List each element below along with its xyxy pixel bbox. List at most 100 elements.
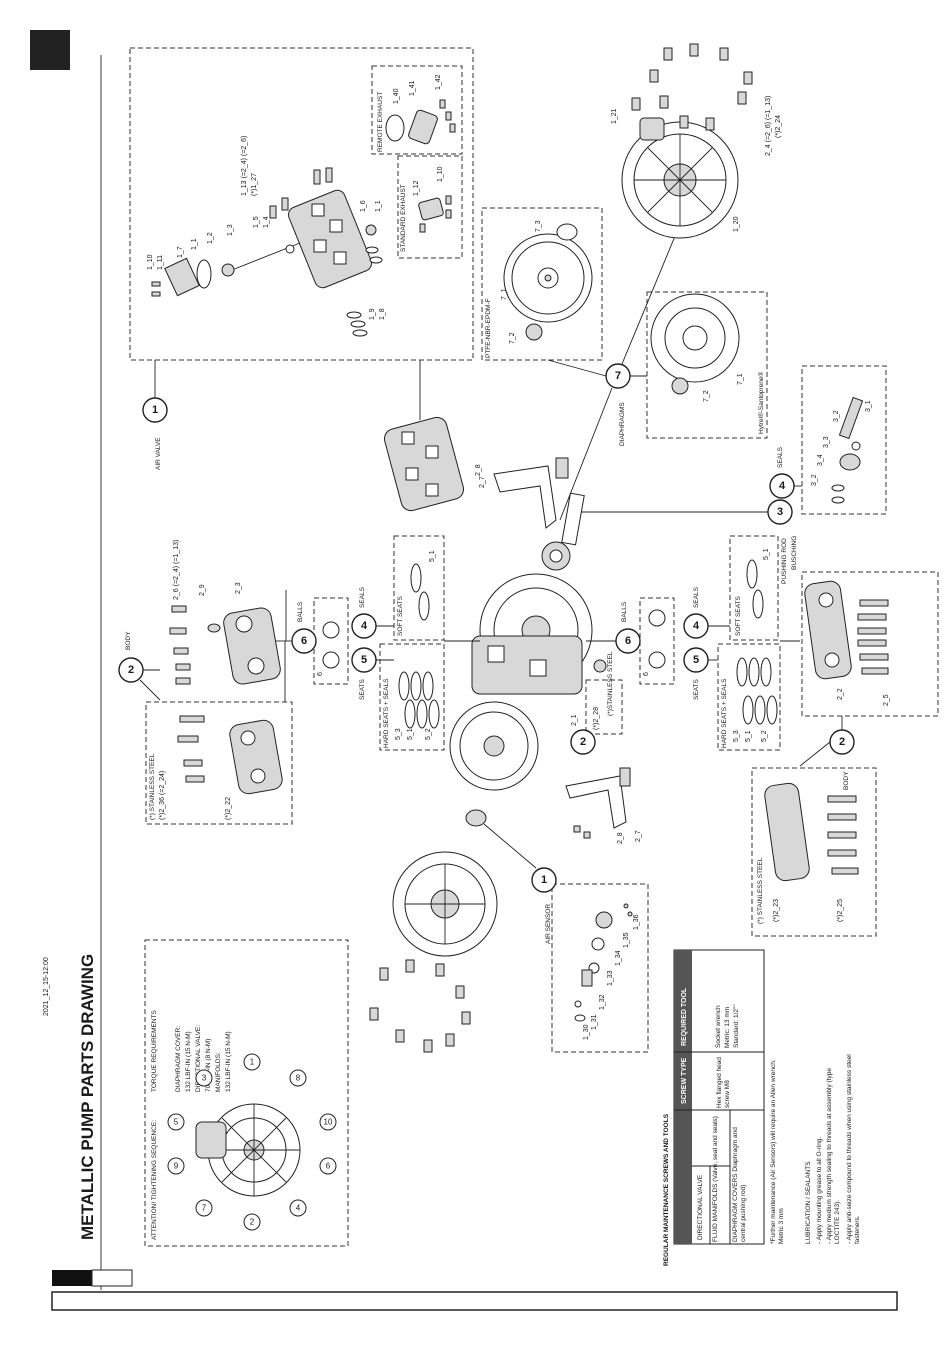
balls-left-box <box>313 597 349 685</box>
center-housing <box>471 573 607 695</box>
label-5-1c: 5_1 <box>407 728 414 740</box>
label-12-23: (*)2_23 <box>773 899 780 922</box>
svg-text:1: 1 <box>250 1058 255 1067</box>
air-valve-orings <box>346 224 383 337</box>
manifold-right-screws <box>857 599 889 675</box>
diaphragms-label: DIAPHRAGMS <box>619 402 626 446</box>
manifold-left-lower <box>177 715 283 795</box>
callout-air-valve-number: 1 <box>152 404 158 416</box>
air-valve-box <box>129 47 474 361</box>
label-1-7: 1_7 <box>177 246 184 258</box>
label-12-24: (*)2_24 <box>775 115 782 138</box>
lubrication-title: LUBRICATION / SEALANTS <box>805 1161 812 1244</box>
busching-label: BUSCHING <box>791 536 798 570</box>
lubrication-line-2: - Apply medium strength sealing to threa… <box>826 1068 841 1244</box>
label-2-5: 2_5 <box>883 694 890 706</box>
standard-exhaust-parts <box>418 195 452 233</box>
hard-seats-left-box <box>379 643 445 751</box>
label-2-7: 2_7 <box>479 476 486 488</box>
callout-body-center <box>570 729 596 755</box>
air-sensor-leader <box>483 823 537 869</box>
ball-right-b <box>648 651 666 669</box>
header-screw-type: SCREW TYPE <box>681 1057 688 1104</box>
label-3-3: 3_3 <box>823 436 830 448</box>
manifold-right-stainless <box>764 782 859 882</box>
remote-exhaust-label: REMOTE EXHAUST <box>377 92 384 152</box>
label-7-3: 7_3 <box>535 220 542 232</box>
tightening-sequence: 1 2 3 4 5 6 7 8 9 10 <box>167 1053 337 1231</box>
stainless-left-box <box>145 701 293 825</box>
soft-seats-right-label: SOFT SEATS <box>735 595 742 636</box>
row-fluid-manifolds: FLUID MANIFOLDS (Valve, seat and seals) <box>712 1116 719 1242</box>
lubrication-line-3: - Apply anti-seize compound to threads w… <box>846 1054 861 1244</box>
ptfe-diaphragm <box>503 223 593 341</box>
pushing-rod-label: PUSHING ROD <box>781 538 788 584</box>
callout-pushing-rod-number: 3 <box>777 506 783 518</box>
header-required-tool: REQUIRED TOOL <box>681 987 688 1046</box>
hard-seats-right-box <box>717 643 781 751</box>
ball-left-a <box>322 621 340 639</box>
footer-black-tab <box>52 1270 92 1286</box>
tool-line-1: Socket wrench <box>715 1005 722 1048</box>
label-1-2: 1_2 <box>207 232 214 244</box>
label-6b: 6 <box>643 672 650 676</box>
ptfe-label: PTFE-NBR-EPDM-F <box>485 298 492 358</box>
air-valve-body <box>287 189 373 289</box>
manifold-left-upper-screws <box>169 605 221 685</box>
page-title: METALLIC PUMP PARTS DRAWING <box>78 954 97 1240</box>
torque-line-2: 132 LBF-IN (15 N-M) <box>185 1031 192 1092</box>
air-sensor-parts <box>574 903 633 1022</box>
svg-text:3: 3 <box>202 1074 207 1083</box>
label-1-10: 1_10 <box>147 254 154 270</box>
hard-seats-left-label: HARD SEATS + SEALS <box>383 678 390 748</box>
torque-line-4: 70 LBF-IN (8 N-M) <box>205 1039 212 1092</box>
lubrication-line-1: - Apply mounting grease to all O-ring. <box>816 1136 823 1244</box>
label-5-2: 5_2 <box>425 728 432 740</box>
label-2-3: 2_3 <box>235 582 242 594</box>
svg-text:4: 4 <box>296 1204 301 1213</box>
label-5-2b: 5_2 <box>761 730 768 742</box>
svg-text:7: 7 <box>202 1204 207 1213</box>
label-7-2: 7_2 <box>509 332 516 344</box>
label-1-4: 1_4 <box>263 216 270 228</box>
torque-box <box>144 939 349 1247</box>
callout-air-valve <box>142 397 168 423</box>
soft-seats-right-box <box>729 535 779 641</box>
torque-line-3: DIRECTIONAL VALVE: <box>195 1025 202 1092</box>
label-1-5: 1_5 <box>253 216 260 228</box>
label-2-9: 2_9 <box>199 584 206 596</box>
callout-air-sensor-number: 1 <box>541 874 547 886</box>
label-2-2: 2_2 <box>837 688 844 700</box>
torque-heading-left: ATTENTION! TIGHTENING SEQUENCE: <box>151 1120 158 1240</box>
air-sensor-label: AIR SENSOR <box>545 904 552 944</box>
soft-seats-left-label: SOFT SEATS <box>397 595 404 636</box>
soft-seat-left-a <box>410 563 422 593</box>
remote-exhaust-box <box>371 65 463 155</box>
callout-seals-right-number: 4 <box>779 480 786 492</box>
hard-seats-right-label: HARD SEATS + SEALS <box>721 678 728 748</box>
label-1-36: 1_36 <box>633 914 640 930</box>
callout-seats-left-number: 5 <box>361 654 367 666</box>
callout-air-sensor <box>531 867 557 893</box>
standard-exhaust-label: STANDARD EXHAUST <box>400 184 407 252</box>
air-valve-screws <box>151 167 333 297</box>
ball-left-b <box>322 651 340 669</box>
stainless-left-label: (*) STAINLESS STEEL <box>149 753 156 820</box>
page-date: 2021_12_15-12:00 <box>43 957 50 1016</box>
maintenance-note-fo: *Further maintenance (Air Sensors) will … <box>770 1059 785 1244</box>
seats-right-label: SEATS <box>693 679 700 700</box>
ptfe-diaphragm-box <box>481 207 603 361</box>
diaphragms-leader-a <box>547 359 607 377</box>
label-1-10b: 1_10 <box>437 166 444 182</box>
svg-text:5: 5 <box>174 1118 179 1127</box>
label-5-1d: 5_1 <box>745 730 752 742</box>
label-5-1b: 5_1 <box>763 548 770 560</box>
ball-right-a <box>648 609 666 627</box>
label-2-1: 2_1 <box>571 714 578 726</box>
soft-seat-right-b <box>752 589 764 619</box>
callout-body-center-number: 2 <box>580 736 586 748</box>
balls-right-label: BALLS <box>621 601 628 622</box>
tool-line-3: Standard: 1/2"" <box>733 1004 740 1048</box>
